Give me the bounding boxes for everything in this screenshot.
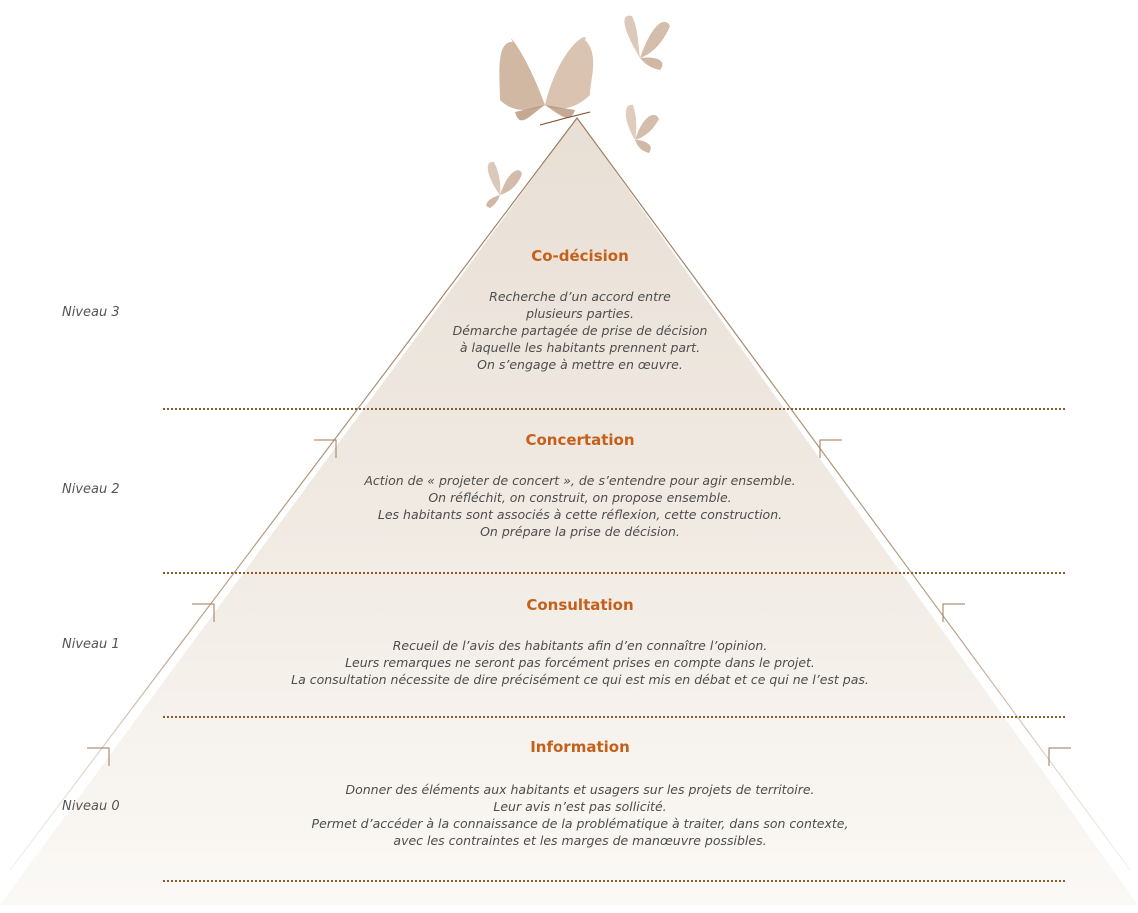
level-label: Niveau 0 <box>62 799 120 814</box>
butterfly-icon <box>625 104 659 153</box>
level-label: Niveau 2 <box>62 482 120 497</box>
description-line: Leurs remarques ne seront pas forcément … <box>345 655 815 670</box>
butterfly-icon <box>499 37 594 126</box>
description-line: Action de « projeter de concert », de s’… <box>364 473 796 488</box>
stage-title-information: Information <box>530 738 630 756</box>
description-line: plusieurs parties. <box>526 306 634 321</box>
pyramid-shape <box>0 118 1138 905</box>
description-line: Leur avis n’est pas sollicité. <box>493 799 667 814</box>
description-line: à laquelle les habitants prennent part. <box>459 340 701 355</box>
description-line: Permet d’accéder à la connaissance de la… <box>311 816 849 831</box>
stage-title-consultation: Consultation <box>526 596 634 614</box>
edge-ticks <box>87 439 1071 766</box>
description-line: La consultation nécessite de dire précis… <box>291 672 869 687</box>
description-line: Démarche partagée de prise de décision <box>452 323 708 338</box>
description-line: On prépare la prise de décision. <box>480 524 680 539</box>
description-line: Donner des éléments aux habitants et usa… <box>345 782 815 797</box>
description-line: avec les contraintes et les marges de ma… <box>393 833 767 848</box>
level-divider <box>163 572 1065 574</box>
level-label: Niveau 1 <box>62 637 120 652</box>
pyramid-edges <box>9 116 1131 871</box>
description-line: On réfléchit, on construit, on propose e… <box>428 490 732 505</box>
stage-description-concertation: Action de « projeter de concert », de s’… <box>280 472 880 540</box>
stage-title-concertation: Concertation <box>525 431 635 449</box>
stage-description-consultation: Recueil de l’avis des habitants afin d’e… <box>230 637 930 688</box>
level-divider <box>163 880 1065 882</box>
description-line: Recueil de l’avis des habitants afin d’e… <box>392 638 768 653</box>
stage-description-co-decision: Recherche d’un accord entre plusieurs pa… <box>380 288 780 373</box>
butterfly-icon <box>486 161 522 208</box>
level-divider <box>163 716 1065 718</box>
level-divider <box>163 408 1065 410</box>
stage-title-co-decision: Co-décision <box>531 247 629 265</box>
description-line: On s’engage à mettre en œuvre. <box>477 357 683 372</box>
description-line: Recherche d’un accord entre <box>489 289 671 304</box>
stage-description-information: Donner des éléments aux habitants et usa… <box>230 781 930 849</box>
level-label: Niveau 3 <box>62 305 120 320</box>
butterfly-icon <box>624 15 670 70</box>
description-line: Les habitants sont associés à cette réfl… <box>377 507 783 522</box>
